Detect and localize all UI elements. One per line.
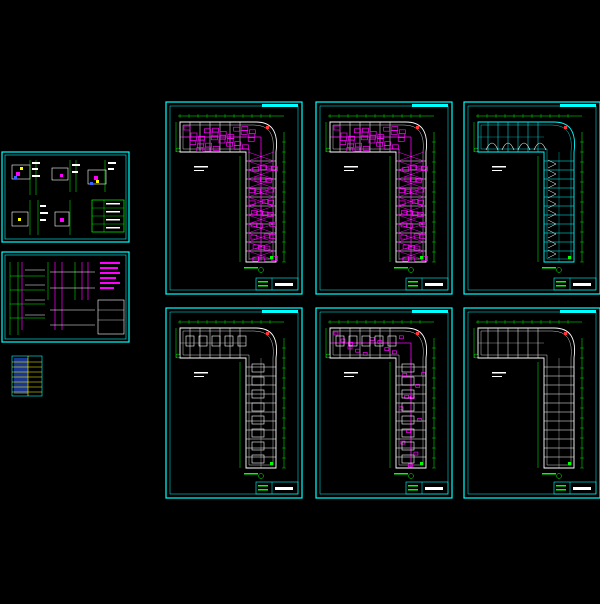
sheet-plan-5[interactable] [315,307,453,499]
sheet-plan-3[interactable] [463,101,600,295]
sheet-plan-4[interactable] [165,307,303,499]
title-block [255,277,299,291]
building-plan [325,114,436,273]
building-plan [325,320,436,479]
sheet-detail-top[interactable] [1,151,130,243]
sheet-legend-table[interactable] [11,355,43,397]
sheet-plan-1[interactable] [165,101,303,295]
sheet-plan-6[interactable] [463,307,600,499]
building-plan [175,114,286,273]
building-plan [473,320,584,479]
building-plan [175,320,286,479]
sheet-system-diagram[interactable] [1,251,130,343]
building-plan [473,114,584,273]
title-block [553,277,597,291]
title-block [405,481,449,495]
title-block [405,277,449,291]
sheet-plan-2[interactable] [315,101,453,295]
title-block [553,481,597,495]
title-block [255,481,299,495]
